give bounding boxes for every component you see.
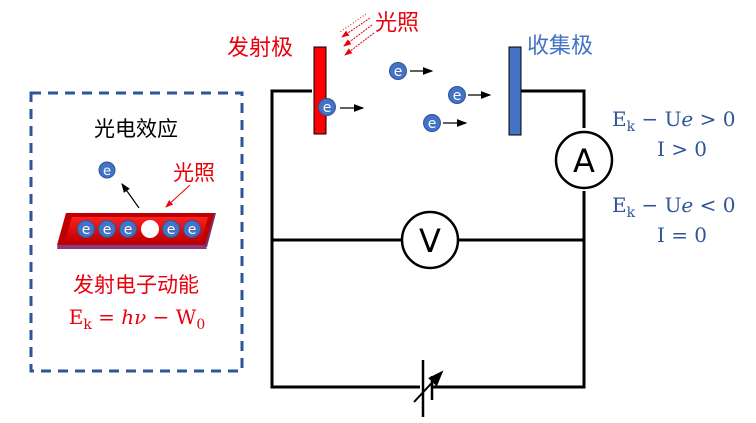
svg-text:I = 0: I = 0	[657, 223, 707, 247]
svg-text:e: e	[188, 222, 197, 238]
condition-2: Ek − Ue < 0 I = 0	[612, 193, 735, 247]
svg-text:I > 0: I > 0	[657, 137, 707, 161]
variable-battery	[413, 360, 444, 417]
emitter-plate	[313, 46, 327, 135]
collector-label: 收集极	[527, 34, 593, 59]
emitter-label: 发射极	[227, 36, 293, 61]
electron: e	[448, 86, 492, 104]
svg-text:e: e	[453, 88, 462, 104]
inset-title: 光电效应	[94, 117, 178, 141]
plate-electron: e	[162, 220, 180, 238]
circuit-wires	[270, 89, 586, 389]
light-label: 光照	[375, 11, 419, 36]
svg-text:e: e	[394, 64, 403, 80]
svg-text:e: e	[428, 116, 437, 132]
voltmeter	[400, 210, 460, 270]
electron: e	[318, 98, 365, 116]
inset-light-label: 光照	[173, 161, 215, 185]
voltmeter-label: V	[419, 222, 441, 260]
condition-1: Ek − Ue > 0 I > 0	[612, 107, 735, 161]
plate-electron: e	[98, 220, 116, 238]
inset-caption: 发射电子动能	[73, 273, 199, 297]
svg-text:e: e	[323, 100, 332, 116]
svg-text:e: e	[103, 164, 111, 179]
svg-text:Ek − Ue > 0: Ek − Ue > 0	[612, 107, 735, 135]
plate-electron: e	[183, 220, 201, 238]
ammeter-label: A	[573, 142, 595, 180]
electron: e	[423, 114, 468, 132]
svg-text:e: e	[82, 222, 91, 238]
inset-light-ray	[165, 184, 191, 208]
svg-text:Ek − Ue < 0: Ek − Ue < 0	[612, 193, 735, 221]
plate-electron: e	[77, 220, 95, 238]
light-rays	[339, 13, 375, 56]
svg-text:e: e	[167, 222, 176, 238]
inset-frame	[29, 91, 244, 373]
ejection-arrow	[121, 183, 140, 209]
collector-plate	[508, 46, 522, 136]
electron-hole	[141, 220, 159, 238]
inset-formula: Ek = hν − W0	[69, 305, 206, 333]
plate-electron: e	[119, 220, 137, 238]
electron-flow: e e e e	[318, 62, 492, 132]
inset-ejected-electron: e	[98, 161, 116, 179]
svg-text:e: e	[103, 222, 112, 238]
electron: e	[389, 62, 434, 80]
ammeter	[554, 130, 614, 190]
svg-text:e: e	[124, 222, 133, 238]
